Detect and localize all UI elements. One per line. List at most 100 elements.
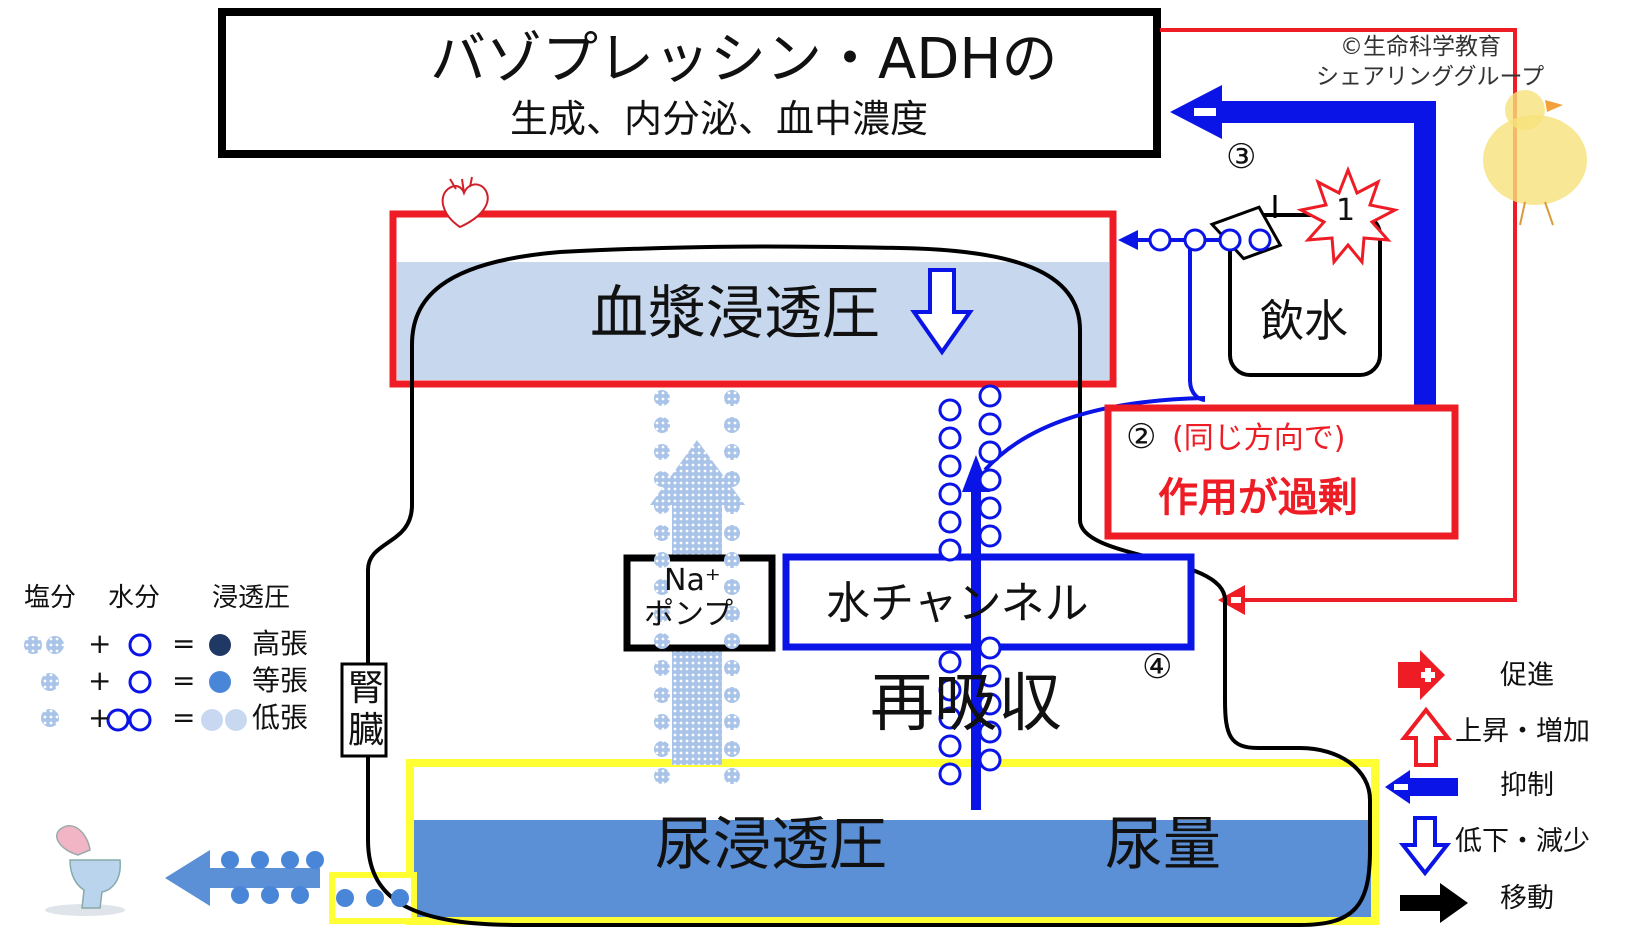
water-dot — [978, 636, 1002, 660]
salt-dot — [724, 714, 740, 730]
salt-dot — [654, 552, 670, 568]
heart-icon — [441, 176, 489, 229]
toilet-icon — [45, 825, 125, 916]
water-dot — [938, 482, 962, 506]
salt-dot — [724, 741, 740, 757]
water-channel-box — [782, 553, 1195, 651]
legend-move-label: 移動 — [1500, 883, 1554, 914]
legend-red-plus-arrow — [1398, 650, 1445, 700]
urine-dot — [231, 886, 249, 904]
plasma-down-arrow — [910, 268, 974, 356]
legend-eq-1: = — [172, 627, 196, 660]
salt-dot — [724, 417, 740, 433]
kidney-outline — [366, 244, 1372, 927]
na-pump-line1: Na⁺ — [664, 563, 721, 598]
salt-dot — [724, 579, 740, 595]
water-flow-curve — [983, 396, 1206, 472]
kidney-label-box — [340, 662, 388, 758]
urine-out-arrow — [165, 850, 320, 906]
legend-decrease-label: 低下・減少 — [1455, 826, 1590, 857]
urine-fill — [414, 820, 1371, 917]
drink-label: 飲水 — [1260, 296, 1348, 347]
title-line1: バゾプレッシン・ADHの — [430, 27, 1058, 92]
marker-3: ③ — [1226, 137, 1257, 177]
salt-dot — [724, 552, 740, 568]
legend-eq-3: = — [172, 701, 196, 734]
salt-dot — [654, 714, 670, 730]
salt-dot — [724, 525, 740, 541]
feedback-red-line — [1160, 28, 1517, 602]
water-dot — [1148, 228, 1172, 252]
legend-header-water: 水分 — [108, 583, 161, 613]
water-dot — [938, 538, 962, 562]
legend-blue-hollow-down-arrow — [1398, 816, 1452, 877]
water-dot — [938, 706, 962, 730]
salt-dot — [654, 390, 670, 406]
legend-promote-label: 促進 — [1500, 660, 1554, 691]
salt-dot — [654, 660, 670, 676]
water-dot — [1218, 228, 1242, 252]
marker-2: ② — [1126, 417, 1157, 457]
salt-dot — [724, 687, 740, 703]
water-dot — [938, 510, 962, 534]
salt-dot — [724, 660, 740, 676]
legend-eq-2: = — [172, 664, 196, 697]
water-dot — [1183, 228, 1207, 252]
water-dot — [938, 734, 962, 758]
water-dot — [978, 692, 1002, 716]
water-dot — [978, 440, 1002, 464]
legend-label-iso: 等張 — [252, 664, 309, 697]
salt-dot — [724, 471, 740, 487]
salt-dot — [654, 579, 670, 595]
reabsorption-label: 再吸収 — [870, 667, 1062, 741]
legend-row-hyper-icons — [24, 633, 231, 657]
marker-1: 1 — [1336, 193, 1356, 228]
kidney-label-text: 腎臓 — [348, 668, 385, 751]
legend-black-arrow — [1400, 883, 1468, 923]
salt-dot — [654, 444, 670, 460]
title-line2: 生成、内分泌、血中濃度 — [510, 97, 929, 141]
copyright-line2: シェアリンググループ — [1316, 64, 1545, 90]
salt-dot — [724, 498, 740, 514]
legend-label-hypo: 低張 — [252, 701, 309, 734]
legend-increase-label: 上昇・増加 — [1455, 716, 1590, 747]
urine-dot — [391, 889, 409, 907]
water-dot — [978, 496, 1002, 520]
chick-illustration — [1483, 90, 1587, 226]
plasma-fill — [397, 262, 1109, 380]
legend-plus-3: + — [88, 701, 112, 734]
legend-header-osmo: 浸透圧 — [212, 583, 291, 613]
salt-dot — [724, 606, 740, 622]
salt-dot — [654, 741, 670, 757]
urine-volume-label: 尿量 — [1105, 810, 1222, 878]
water-dot — [978, 468, 1002, 492]
water-dot — [1248, 228, 1272, 252]
water-dot — [978, 384, 1002, 408]
copyright-line1: ©生命科学教育 — [1340, 34, 1501, 60]
salt-dot — [654, 471, 670, 487]
urine-dot — [366, 889, 384, 907]
salt-dot — [724, 768, 740, 784]
na-pump-line2: ポンプ — [644, 597, 734, 632]
water-dot — [978, 524, 1002, 548]
water-dot — [978, 748, 1002, 772]
legend-plus-2: + — [88, 664, 112, 697]
inhibition-blue-line — [1212, 101, 1436, 405]
effect-line1: (同じ方向で) — [1172, 421, 1346, 456]
red-plus-arrowhead — [1218, 585, 1245, 615]
legend-row-iso-icons — [41, 670, 231, 694]
urine-dot — [221, 851, 239, 869]
water-dot — [938, 454, 962, 478]
kidney-label: 腎臓 — [348, 668, 384, 752]
salt-dot — [654, 768, 670, 784]
water-dot — [938, 398, 962, 422]
legend-label-hyper: 高張 — [252, 627, 309, 660]
water-dot — [938, 762, 962, 786]
water-dot — [978, 412, 1002, 436]
legend-inhibit-label: 抑制 — [1500, 770, 1554, 801]
urine-dot — [281, 851, 299, 869]
salt-dot — [724, 390, 740, 406]
effect-line2: 作用が過剰 — [1158, 475, 1358, 521]
effect-box — [1104, 404, 1459, 540]
urine-dot — [261, 886, 279, 904]
